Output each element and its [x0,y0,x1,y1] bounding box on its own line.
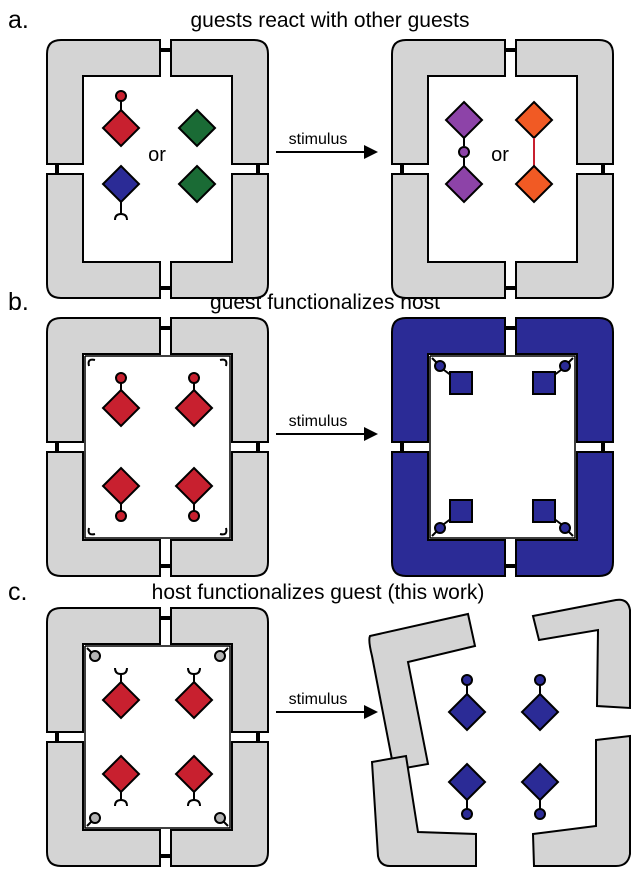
panel-a-letter: a. [8,6,29,34]
corner-knob-bl [86,812,101,827]
corner-knob-br [214,812,229,827]
panel-b-letter: b. [8,288,29,316]
fragment-bl [370,754,477,867]
arrow-right-icon [276,427,378,441]
panel-c-host-left [45,606,270,868]
purple-dimer [444,100,484,204]
corner-socket-br [219,527,228,536]
panel-a-arrow-label: stimulus [289,131,348,148]
panel-c-title: host functionalizes guest (this work) [151,581,485,604]
panel-a-title: guests react with other guests [190,9,470,32]
panel-a-host-right: or [390,38,615,300]
fragment-tr [531,598,631,710]
released-host-fragments [368,598,631,867]
fragment-br [531,734,631,867]
blue-guest-with-socket [101,164,141,221]
corner-socket-tr [219,358,228,367]
panel-a-host-left: or [45,38,270,300]
red-guest-with-knob [101,90,141,148]
bound-guest-tr [532,357,574,395]
released-guests [447,674,560,820]
corner-socket-tl [87,358,96,367]
panel-c-arrow-label: stimulus [289,691,348,708]
panel-b-host-left [45,316,270,578]
or-label-left: or [148,144,166,166]
panel-b-host-right [390,316,615,578]
panel-c-letter: c. [8,578,28,606]
corner-knob-tr [214,647,229,662]
bound-guest-br [532,499,574,537]
green-guest-top [177,108,217,148]
or-label-right: or [491,144,509,166]
fragment-tl [368,612,477,772]
panel-b-arrow-label: stimulus [289,413,348,430]
corner-socket-bl [87,527,96,536]
arrow-right-icon [276,705,378,719]
green-guest-bottom [177,164,217,204]
corner-knob-tl [86,647,101,662]
orange-dimer [514,100,554,204]
bound-guest-bl [431,499,473,537]
arrow-right-icon [276,145,378,159]
panel-b-title: guest functionalizes host [210,291,440,314]
bound-guest-tl [431,357,473,395]
